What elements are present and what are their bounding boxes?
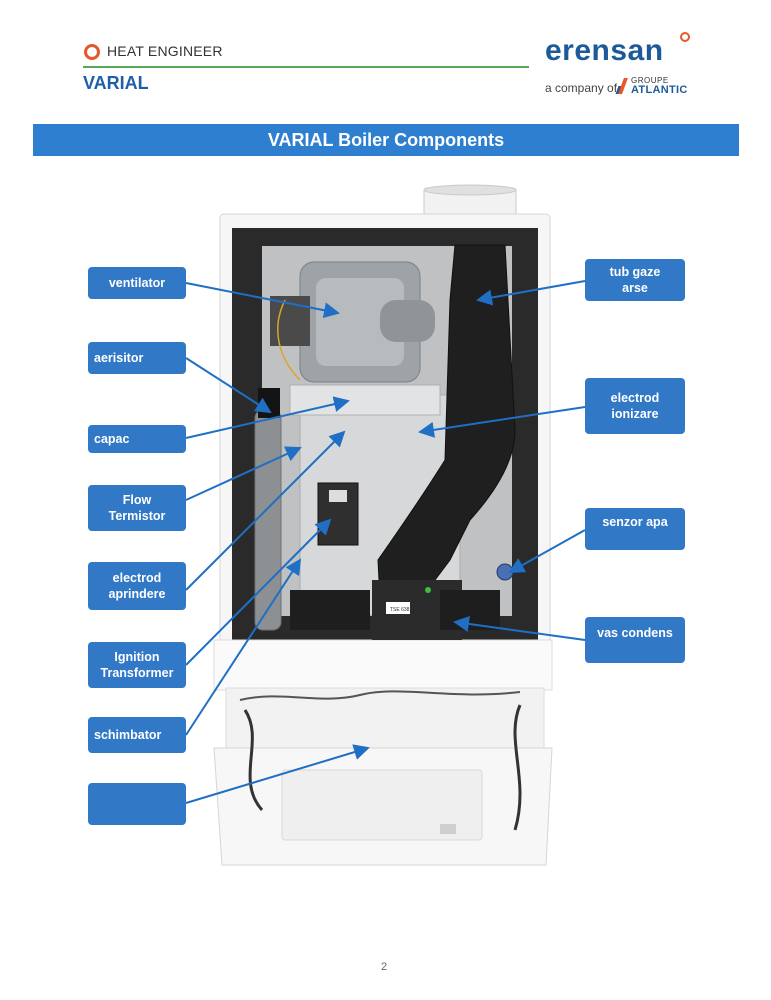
page-banner: VARIAL Boiler Components (33, 124, 739, 156)
label-vas-condens: vas condens (585, 617, 685, 663)
group-name-top: GROUPE (631, 76, 669, 85)
arrow-electrod-aprindere (185, 430, 346, 591)
header-divider (83, 66, 529, 68)
label-aerisitor: aerisitor (88, 342, 186, 374)
arrow-electrod-ionizare (418, 406, 586, 438)
panel-sticker (440, 824, 456, 834)
arrow-ignition-transformer (185, 518, 332, 666)
sticker-text: TSE 638 (390, 607, 410, 613)
product-title: VARIAL (83, 73, 149, 93)
arrow-vas-condens (453, 615, 586, 641)
label-schimbator: schimbator (88, 717, 186, 753)
wiring-harness (239, 690, 521, 701)
section-title: HEAT ENGINEER (107, 43, 223, 59)
arrow-capac (185, 396, 350, 439)
label-capac: capac (88, 425, 186, 453)
arrow-ventilator (185, 282, 340, 319)
arrow-aerisitor (185, 357, 272, 414)
label-ventilator: ventilator (88, 267, 186, 299)
label-senzor-apa: senzor apa (585, 508, 685, 550)
brand-tagline: a company of (545, 81, 618, 95)
arrow-tub-gaze-arse (476, 280, 586, 306)
burner-cover (289, 384, 441, 416)
flue-collar (423, 184, 517, 219)
heat-engineer-circle-icon (84, 44, 100, 60)
arrow-flow-termistor (185, 446, 302, 501)
label-electrod-aprindere: electrod aprindere (88, 562, 186, 610)
label-electrod-ionizare: electrod ionizare (585, 378, 685, 434)
group-name-bottom: ATLANTIC (631, 84, 688, 96)
arrow-blank (185, 744, 370, 804)
status-led-icon (425, 587, 431, 593)
component-sticker (386, 602, 410, 614)
label-ignition-transformer: Ignition Transformer (88, 642, 186, 688)
brand-logo-text: erensan (545, 34, 664, 67)
arrow-schimbator (185, 558, 302, 736)
label-blank (88, 783, 186, 825)
page-number: 2 (381, 961, 388, 973)
pump-assembly (290, 590, 370, 630)
fan-assembly (270, 261, 435, 383)
label-flow-termistor: Flow Termistor (88, 485, 186, 531)
arrow-senzor-apa (508, 529, 586, 573)
label-tub-gaze-arse: tub gaze arse (585, 259, 685, 301)
brand-dot-icon (680, 32, 690, 42)
